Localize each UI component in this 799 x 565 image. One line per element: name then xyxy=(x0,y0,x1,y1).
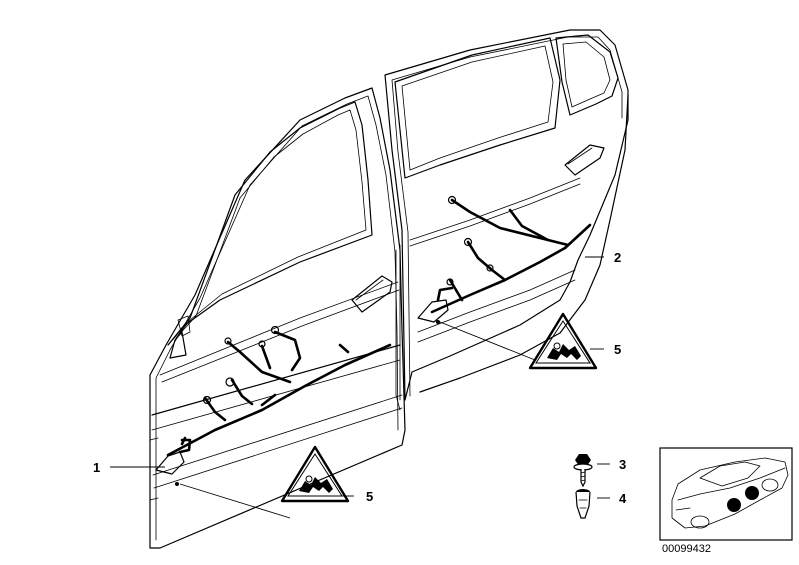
wiring-harness-icon xyxy=(155,325,392,486)
callout-5-rear: 5 xyxy=(614,342,621,357)
screw-icon xyxy=(573,454,593,488)
diagram-code: 00099432 xyxy=(662,543,711,555)
warning-triangle-icon xyxy=(280,445,350,503)
wiring-harness-icon xyxy=(417,195,592,324)
callout-1: 1 xyxy=(93,460,100,475)
callout-2: 2 xyxy=(614,250,621,265)
car-location-icon xyxy=(671,457,789,529)
clip-icon xyxy=(575,489,591,519)
warning-triangle-icon xyxy=(528,312,598,370)
car-location-inset: 00099432 xyxy=(659,447,793,555)
front-door-icon xyxy=(149,87,406,549)
callout-5-front: 5 xyxy=(366,489,373,504)
callout-4: 4 xyxy=(619,491,627,506)
callout-3: 3 xyxy=(619,457,626,472)
rear-door-icon xyxy=(384,29,629,411)
